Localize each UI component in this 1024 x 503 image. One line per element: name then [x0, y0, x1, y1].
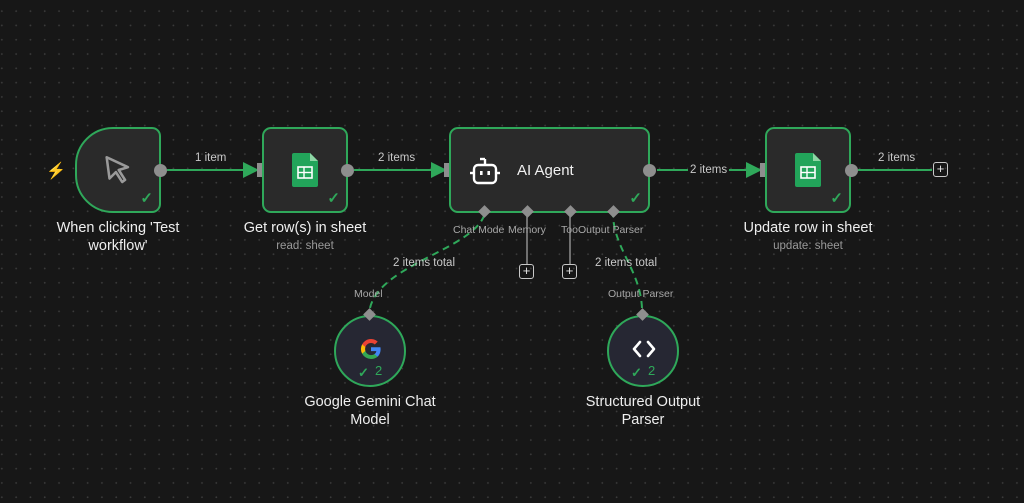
node-title: Get row(s) in sheet — [243, 220, 367, 236]
node-ai-agent[interactable]: AI Agent ✓ — [449, 127, 650, 213]
node-subtitle: update: sheet — [773, 240, 843, 252]
success-check-icon: ✓ — [358, 365, 369, 380]
port-label-output-parser: Output Parser — [578, 224, 644, 236]
node-title: Update row in sheet — [743, 220, 873, 236]
success-check-icon: ✓ — [629, 190, 642, 207]
success-check-icon: ✓ — [631, 365, 642, 380]
node-manual-trigger[interactable]: ✓ — [75, 127, 161, 213]
edge-label: 2 items — [878, 152, 916, 164]
add-next-node-button[interactable]: + — [933, 162, 948, 177]
node-get-rows[interactable]: ✓ — [262, 127, 348, 213]
add-memory-button[interactable]: + — [519, 264, 534, 279]
run-count: 2 — [648, 363, 656, 378]
node-gemini-chat-model[interactable]: ✓ 2 — [334, 315, 406, 387]
port-label-output-parser: Output Parser — [608, 288, 674, 300]
input-port[interactable] — [444, 163, 451, 177]
code-brackets-icon — [632, 340, 656, 358]
edge-gemini-to-agent[interactable] — [369, 215, 485, 309]
node-title: Structured Output Parser — [585, 394, 701, 428]
output-port[interactable] — [341, 164, 354, 177]
node-subtitle: read: sheet — [276, 240, 334, 252]
node-structured-output-parser[interactable]: ✓ 2 — [607, 315, 679, 387]
google-sheets-icon — [795, 153, 821, 187]
port-label-chat-model: Chat Mode — [453, 224, 505, 236]
node-title: Google Gemini Chat Model — [304, 394, 436, 428]
robot-icon — [470, 157, 500, 185]
port-label-tool: Too — [561, 224, 578, 236]
edge-parser-to-agent[interactable] — [612, 215, 643, 309]
edge-label: 2 items total — [393, 257, 455, 269]
output-port[interactable] — [643, 164, 656, 177]
output-port[interactable] — [845, 164, 858, 177]
input-port[interactable] — [257, 163, 264, 177]
output-port[interactable] — [154, 164, 167, 177]
node-update-row[interactable]: ✓ — [765, 127, 851, 213]
google-g-icon — [360, 339, 381, 360]
port-label-model: Model — [354, 288, 383, 300]
edge-label: 2 items — [378, 152, 416, 164]
success-check-icon: ✓ — [140, 190, 153, 207]
edge-label: 2 items total — [595, 257, 657, 269]
lightning-icon: ⚡ — [46, 163, 66, 180]
port-label-memory: Memory — [508, 224, 546, 236]
cursor-icon — [105, 155, 130, 184]
add-tool-button[interactable]: + — [562, 264, 577, 279]
input-port[interactable] — [760, 163, 767, 177]
node-title: When clicking 'Test workflow' — [56, 220, 180, 254]
edge-label: 1 item — [195, 152, 227, 164]
success-check-icon: ✓ — [830, 190, 843, 207]
success-check-icon: ✓ — [327, 190, 340, 207]
google-sheets-icon — [292, 153, 318, 187]
edge-label: 2 items — [688, 164, 730, 176]
node-title: AI Agent — [517, 162, 574, 179]
run-count: 2 — [375, 363, 383, 378]
